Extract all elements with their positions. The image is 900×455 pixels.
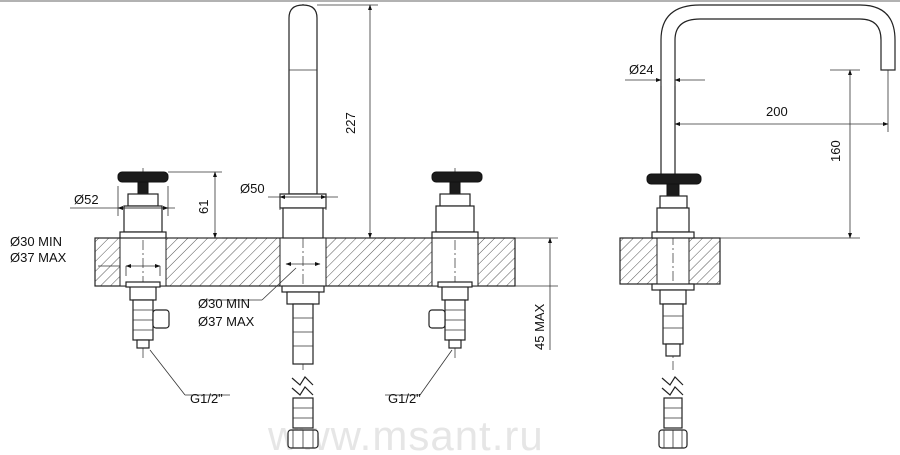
spout-reach-label: 200 [766,104,788,119]
spout-height-label: 227 [343,112,358,134]
side-spout [646,4,896,449]
countertop-front [94,237,516,287]
front-dimension-lines [70,4,558,396]
side-dimension-lines [625,60,889,239]
left-connection-label: G1/2" [190,391,223,406]
countertop-side [619,237,721,285]
center-hole-min-label: Ø30 MIN [198,296,250,311]
handle-diameter-label: Ø52 [74,192,99,207]
deck-thickness-label: 45 MAX [532,303,547,350]
left-valve [117,168,170,360]
left-hole-min-label: Ø30 MIN [10,234,62,249]
right-valve [428,168,483,360]
tube-diameter-label: Ø24 [629,62,654,77]
spout-diameter-label: Ø50 [240,181,265,196]
spout-clearance-label: 160 [828,140,843,162]
right-connection-label: G1/2" [388,391,421,406]
handle-height-label: 61 [196,200,211,214]
left-hole-max-label: Ø37 MAX [10,250,67,265]
central-spout [279,4,327,449]
center-hole-max-label: Ø37 MAX [198,314,255,329]
